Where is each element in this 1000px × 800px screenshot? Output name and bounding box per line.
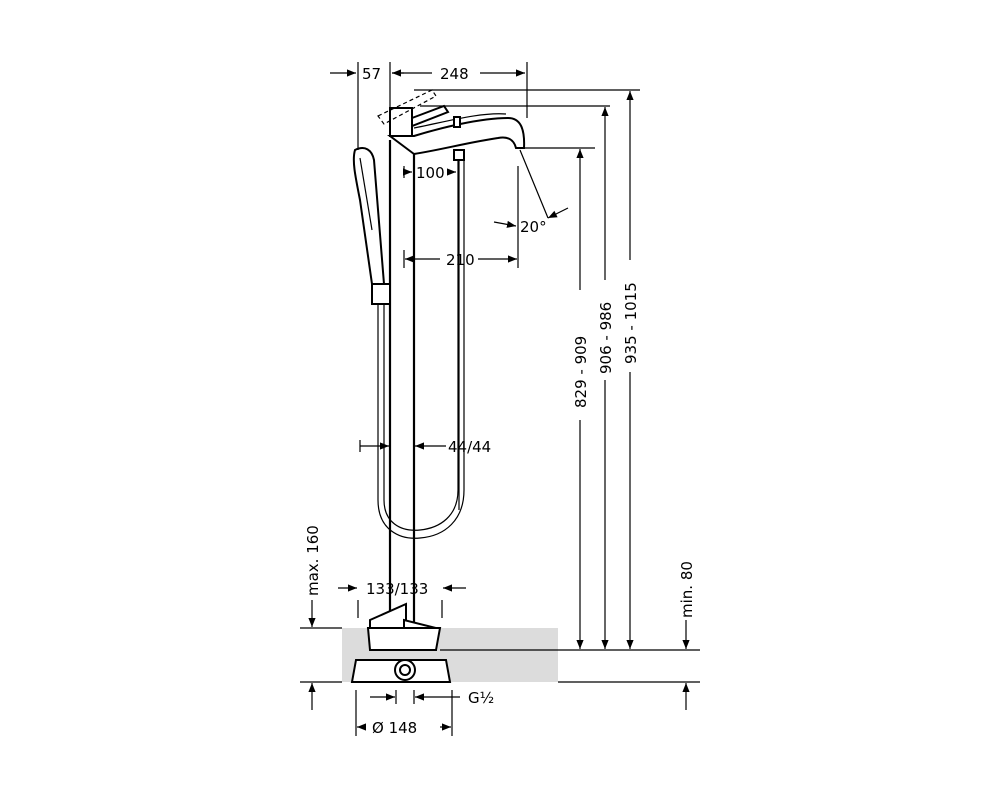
diverter-knob: [453, 116, 461, 128]
dim-57-label: 57: [362, 65, 381, 83]
dim-133-label: 133/133: [366, 580, 428, 598]
dim-248-label: 248: [440, 65, 469, 83]
dim-935-1015: 935 - 1015: [622, 91, 640, 649]
shower-hose: [377, 160, 465, 539]
dim-906-label: 906 - 986: [597, 302, 615, 374]
dim-44-label: 44/44: [448, 438, 491, 456]
column-base: [369, 602, 407, 629]
dim-248: 248: [392, 65, 525, 83]
ref-angle-line: [519, 149, 549, 219]
shower-hose-inner: [383, 160, 459, 531]
faucet-column: [388, 140, 416, 628]
dim-935-label: 935 - 1015: [622, 282, 640, 364]
lever-alt-position: [377, 89, 437, 125]
dim-210: 210: [403, 250, 517, 269]
dim-min80-label: min. 80: [678, 561, 696, 618]
dim-min-80: min. 80: [678, 561, 696, 710]
dim-906-986: 906 - 986: [597, 107, 615, 649]
dim-g-half: G½: [370, 689, 494, 707]
inlet-connector-inner: [399, 664, 411, 676]
hose-connector: [453, 149, 465, 161]
dim-829-909: 829 - 909: [572, 149, 590, 649]
faucet-spout: [387, 116, 526, 156]
base-plate: [366, 627, 442, 651]
shower-holder: [371, 283, 391, 305]
dim-20-label: 20°: [520, 218, 547, 236]
dim-210-label: 210: [446, 251, 475, 269]
dim-100-label: 100: [416, 164, 445, 182]
hand-shower: [352, 147, 386, 285]
dim-829-label: 829 - 909: [572, 336, 590, 408]
dim-148-label: Ø 148: [372, 719, 417, 737]
dim-148: Ø 148: [357, 719, 451, 737]
mixer-lever: [411, 104, 450, 128]
dim-max160-label: max. 160: [304, 525, 322, 596]
dim-max-160: max. 160: [304, 525, 322, 710]
dim-44-44: 44/44: [359, 438, 491, 456]
hand-shower-face: [359, 157, 373, 231]
dim-g12-label: G½: [468, 689, 494, 707]
dim-133-133: 133/133: [338, 580, 466, 598]
dim-57: 57: [330, 65, 404, 83]
mixer-handle: [389, 107, 413, 137]
dim-100: 100: [403, 164, 456, 182]
dim-20deg: 20°: [493, 207, 569, 236]
spout-top-edge: [413, 113, 507, 129]
